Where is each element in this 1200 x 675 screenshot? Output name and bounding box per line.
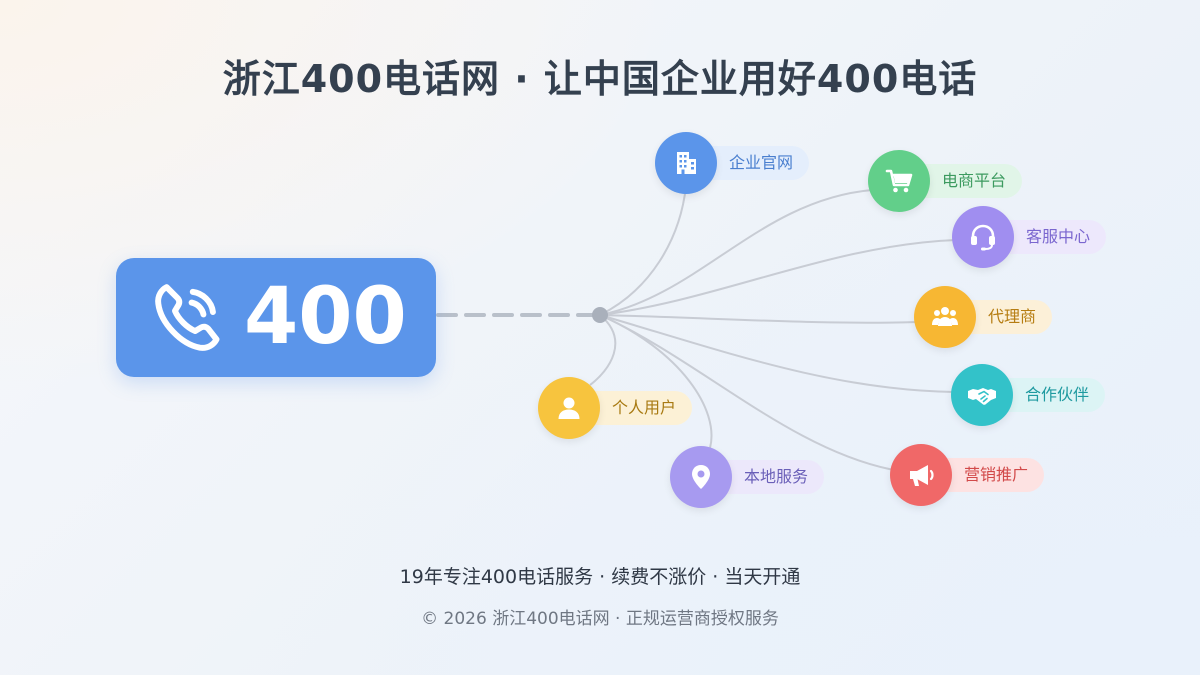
building-icon xyxy=(677,152,696,174)
branch-ecommerce xyxy=(599,189,873,316)
hub-junction-dot xyxy=(592,307,608,323)
branch-agents xyxy=(599,314,919,324)
service-tagline: 19年专注400电话服务 · 续费不涨价 · 当天开通 xyxy=(399,566,801,588)
user-icon xyxy=(558,397,580,419)
page-title: 浙江400电话网 · 让中国企业用好400电话 xyxy=(222,57,978,101)
branch-enterprise-site xyxy=(599,185,687,316)
phone-ringing-icon xyxy=(155,284,220,351)
branch-service-center xyxy=(599,239,957,316)
location-pin-icon xyxy=(692,465,710,489)
megaphone-icon xyxy=(910,465,934,486)
copyright-notice: © 2026 浙江400电话网 · 正规运营商授权服务 xyxy=(421,609,779,629)
shopping-cart-icon xyxy=(885,169,913,193)
hub-number: 400 xyxy=(244,272,407,362)
handshake-icon xyxy=(968,388,996,405)
branch-partners xyxy=(599,314,955,393)
headset-icon xyxy=(971,224,995,251)
branch-personal-users xyxy=(589,314,617,386)
group-icon xyxy=(932,307,958,326)
hub-400-card: 400 xyxy=(116,258,436,377)
branch-local-services xyxy=(599,314,713,449)
